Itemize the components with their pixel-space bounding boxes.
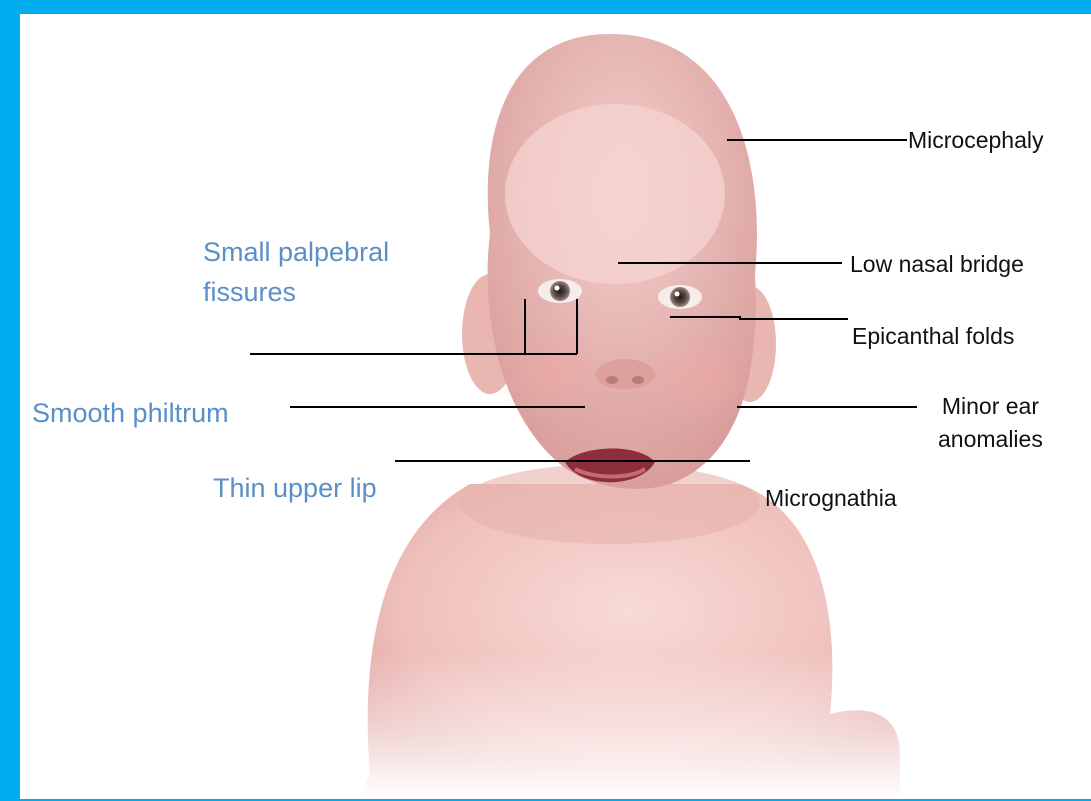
label-small-palpebral-line2: fissures bbox=[203, 276, 389, 310]
label-microcephaly: Microcephaly bbox=[908, 126, 1044, 155]
diagram-canvas: Small palpebral fissures Smooth philtrum… bbox=[20, 14, 1091, 799]
label-small-palpebral-fissures: Small palpebral fissures bbox=[203, 236, 389, 310]
label-thin-upper-lip: Thin upper lip bbox=[213, 472, 377, 506]
label-micrognathia: Micrognathia bbox=[765, 484, 897, 513]
label-minor-ear-line1: Minor ear bbox=[938, 392, 1043, 421]
label-smooth-philtrum: Smooth philtrum bbox=[32, 397, 229, 431]
label-epicanthal-folds: Epicanthal folds bbox=[852, 322, 1014, 351]
label-low-nasal-bridge: Low nasal bridge bbox=[850, 250, 1024, 279]
label-minor-ear-line2: anomalies bbox=[938, 425, 1043, 454]
label-minor-ear-anomalies: Minor ear anomalies bbox=[938, 392, 1043, 454]
label-small-palpebral-line1: Small palpebral bbox=[203, 236, 389, 270]
